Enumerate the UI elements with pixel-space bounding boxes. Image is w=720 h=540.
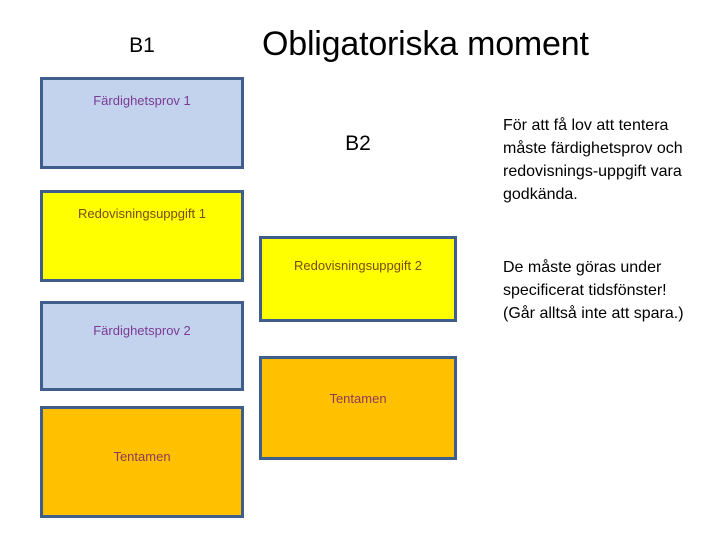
column-label-b2: B2 bbox=[345, 132, 371, 155]
page-title: Obligatoriska moment bbox=[262, 25, 589, 63]
note-text: För att få lov att tentera måste färdigh… bbox=[503, 117, 683, 203]
column-label-b1: B1 bbox=[129, 34, 155, 57]
box-redovisningsuppgift-2[interactable]: Redovisningsuppgift 2 bbox=[259, 236, 457, 322]
box-label: Färdighetsprov 1 bbox=[93, 93, 191, 108]
note-timewindow: De måste göras under specificerat tidsfö… bbox=[503, 256, 699, 325]
box-fardighetsprov-1[interactable]: Färdighetsprov 1 bbox=[40, 77, 244, 169]
note-text: De måste göras under specificerat tidsfö… bbox=[503, 259, 684, 322]
box-tentamen-b2[interactable]: Tentamen bbox=[259, 356, 457, 460]
box-label: Tentamen bbox=[329, 391, 387, 406]
box-tentamen-b1[interactable]: Tentamen bbox=[40, 406, 244, 518]
box-redovisningsuppgift-1[interactable]: Redovisningsuppgift 1 bbox=[40, 190, 244, 282]
note-requirements: För att få lov att tentera måste färdigh… bbox=[503, 114, 699, 206]
box-label: Redovisningsuppgift 2 bbox=[294, 258, 422, 273]
box-label: Färdighetsprov 2 bbox=[93, 323, 191, 338]
box-label: Redovisningsuppgift 1 bbox=[78, 206, 206, 221]
box-fardighetsprov-2[interactable]: Färdighetsprov 2 bbox=[40, 301, 244, 391]
box-label: Tentamen bbox=[113, 449, 171, 464]
